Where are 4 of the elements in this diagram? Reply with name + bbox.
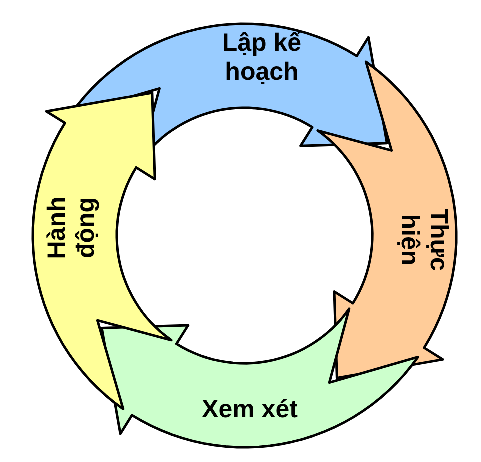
step-label: Thực hiện: [394, 208, 453, 274]
step-label: Lập kế hoạch: [221, 28, 303, 87]
step-label: Hành động: [42, 196, 101, 262]
step-label: Xem xét: [201, 395, 299, 424]
